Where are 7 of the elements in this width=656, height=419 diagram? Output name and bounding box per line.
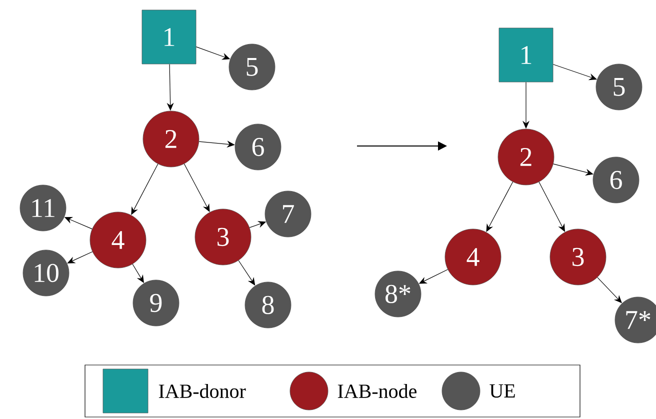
donor-square: 1 [498, 28, 554, 82]
arrow [538, 182, 565, 232]
legend-label: IAB-node [338, 384, 416, 398]
legend-label: IAB-donor [158, 384, 246, 398]
donor-square: 1 [142, 10, 196, 64]
legend-label: UE [490, 384, 515, 398]
arrow [67, 251, 93, 264]
